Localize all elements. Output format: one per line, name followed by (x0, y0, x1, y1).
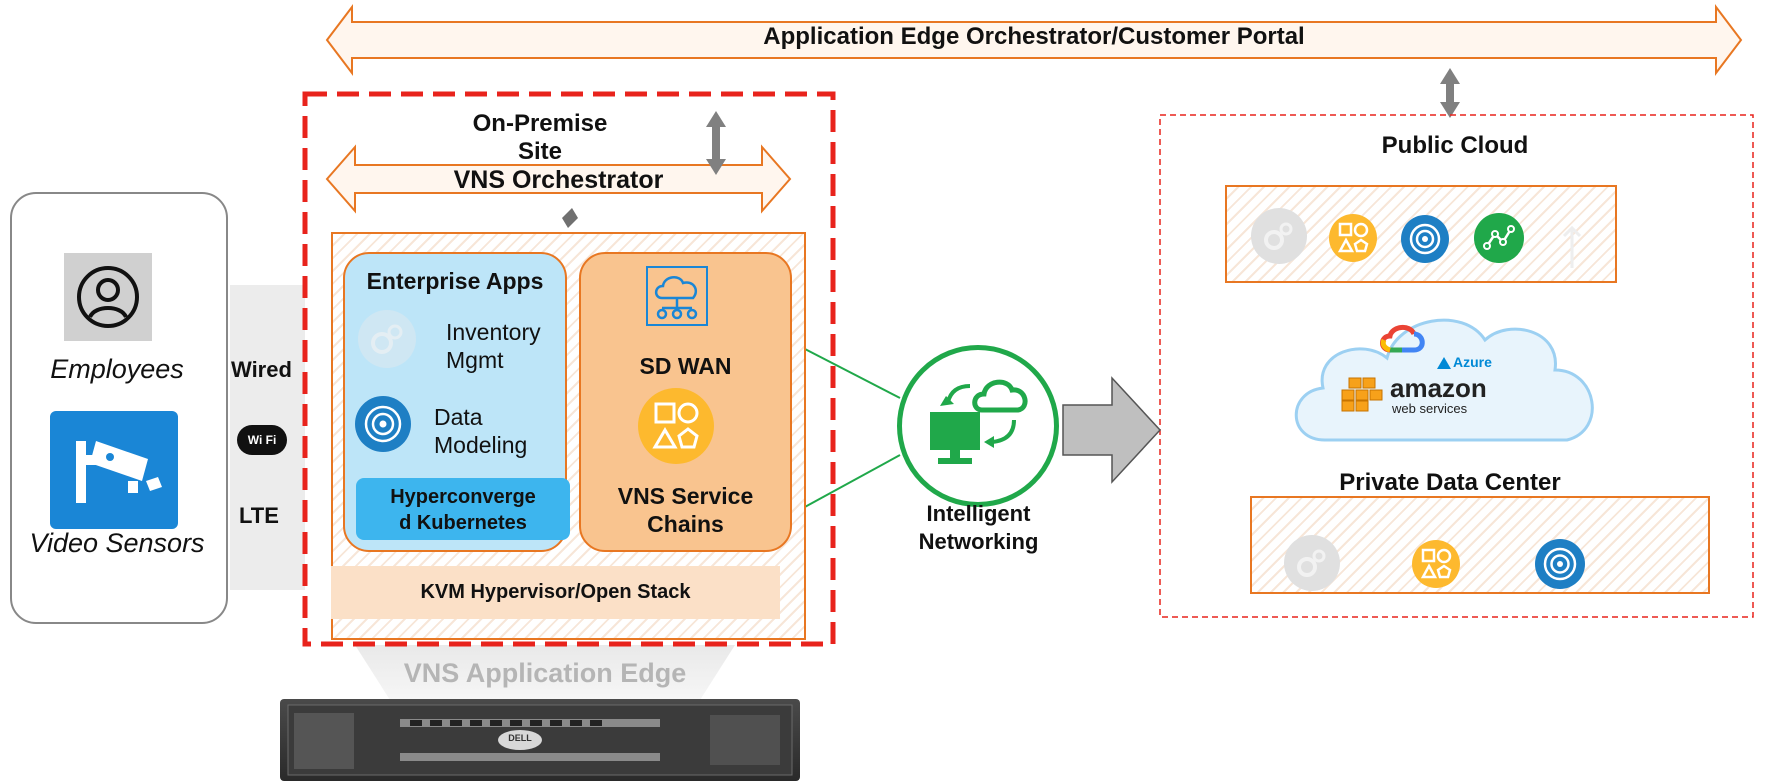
top-banner-label: Application Edge Orchestrator/Customer P… (763, 23, 1305, 50)
public-faded-icon (1560, 222, 1584, 270)
amazon-label: amazon (1390, 373, 1487, 403)
wifi-label: Wi Fi (247, 433, 277, 447)
vns-orchestrator-arrow (325, 144, 792, 214)
sdwan-title: SD WAN (639, 353, 732, 379)
public-target-icon (1401, 215, 1449, 263)
orchestrator-connector (562, 208, 578, 228)
public-gear-icon (1251, 208, 1307, 264)
bottom-funnel (355, 645, 735, 700)
sdwan-link-bottom (802, 454, 901, 509)
edge-server-image: DELL (280, 699, 800, 781)
intelligent-networking-label: Intelligent Networking (886, 500, 1071, 556)
data-modeling-label: Data Modeling (434, 403, 527, 459)
private-dc-title: Private Data Center (1339, 469, 1561, 496)
private-gear-icon (1284, 535, 1340, 591)
site-title-line2: Site (517, 138, 562, 165)
service-chain-shapes-icon (638, 388, 714, 464)
intelligent-networking-icon (897, 345, 1059, 507)
data-modeling-line2: Modeling (434, 432, 528, 458)
site-portal-link-arrow (706, 111, 726, 175)
inventory-line1: Inventory (446, 319, 541, 345)
video-sensor-icon (50, 411, 178, 529)
service-chains-line1: VNS Service (617, 483, 754, 509)
kvm-hypervisor-label: KVM Hypervisor/Open Stack (420, 581, 691, 603)
to-cloud-arrow (1062, 376, 1162, 484)
on-premise-site-boundary (302, 91, 836, 647)
employees-label: Employees (50, 354, 184, 384)
enterprise-apps-title: Enterprise Apps (366, 268, 544, 294)
kvm-hypervisor-bar (331, 566, 780, 619)
cloud-portal-link-arrow (1440, 68, 1460, 118)
public-cloud-title: Public Cloud (1381, 132, 1529, 159)
inventory-line2: Mgmt (446, 347, 504, 373)
aws-sublabel: web services (1392, 401, 1468, 416)
employee-icon (64, 253, 152, 341)
video-sensors-label: Video Sensors (29, 528, 205, 558)
sdwan-link-top (802, 347, 901, 399)
private-shapes-icon (1412, 540, 1460, 588)
public-shapes-icon (1329, 214, 1377, 262)
data-modeling-line1: Data (434, 404, 483, 430)
hyper-line1: Hyperconverge (390, 486, 536, 508)
wired-label: Wired (231, 357, 292, 382)
top-banner-arrow (325, 4, 1743, 76)
google-cloud-logo (1376, 320, 1428, 356)
site-title-line1: On-Premise (472, 110, 608, 137)
lte-label: LTE (239, 503, 279, 528)
inventory-label: Inventory Mgmt (446, 318, 541, 374)
server-brand-label: DELL (508, 733, 532, 743)
aws-cubes-icon (1340, 372, 1386, 412)
site-title: On-Premise Site (440, 110, 640, 166)
azure-label: Azure (1453, 354, 1492, 370)
networking-line2: Networking (918, 529, 1039, 554)
public-analytics-icon (1474, 213, 1524, 263)
service-chains-label: VNS Service Chains (579, 482, 792, 538)
cloud-providers-cloud (1285, 300, 1615, 458)
vns-application-edge-label: VNS Application Edge (403, 658, 687, 688)
wifi-icon: Wi Fi (237, 425, 287, 455)
service-chains-line2: Chains (647, 511, 724, 537)
data-modeling-icon (355, 396, 411, 452)
networking-line1: Intelligent (926, 501, 1031, 526)
hyper-line2: d Kubernetes (399, 512, 527, 534)
private-target-icon (1535, 539, 1585, 589)
hyperconverged-kubernetes-box (356, 478, 570, 540)
cloud-boundary (1159, 114, 1754, 618)
vns-orchestrator-label: VNS Orchestrator (453, 166, 664, 194)
hyperconverged-kubernetes-label: Hyperconverge d Kubernetes (356, 484, 570, 536)
inventory-gear-icon (358, 310, 416, 368)
cloud-network-icon (646, 266, 708, 326)
azure-logo-icon (1437, 356, 1451, 369)
